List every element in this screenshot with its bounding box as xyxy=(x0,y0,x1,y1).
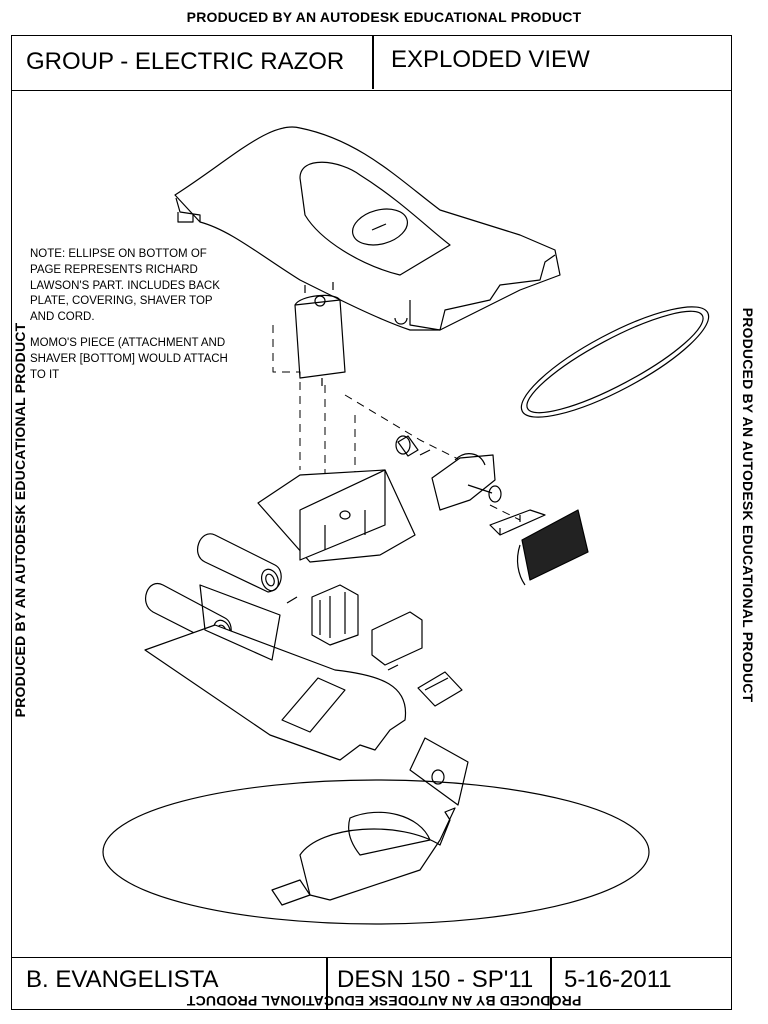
battery-part xyxy=(197,533,282,593)
motor-part xyxy=(294,282,346,386)
title-divider xyxy=(372,35,374,89)
watermark-bottom: PRODUCED BY AN AUTODESK EDUCATIONAL PROD… xyxy=(186,993,582,1009)
footer-block: B. EVANGELISTA DESN 150 - SP'11 5-16-201… xyxy=(11,957,732,1010)
group-title: GROUP - ELECTRIC RAZOR xyxy=(26,48,345,75)
partner-part-ellipse xyxy=(102,779,650,925)
drawing-date: 5-16-2011 xyxy=(564,966,672,993)
shaver-head-part xyxy=(409,737,469,806)
gear-part xyxy=(395,435,431,457)
ring-gasket-part xyxy=(520,306,710,418)
top-cover-part xyxy=(174,126,561,331)
drawing-frame xyxy=(11,35,732,1010)
watermark-top: PRODUCED BY AN AUTODESK EDUCATIONAL PROD… xyxy=(186,9,582,25)
drawing-note: NOTE: ELLIPSE ON BOTTOM OF PAGE REPRESEN… xyxy=(30,247,230,393)
footer-divider xyxy=(326,958,328,1009)
clip-bracket-part xyxy=(489,509,546,536)
view-title: EXPLODED VIEW xyxy=(391,46,590,73)
note-momo: MOMO'S PIECE (ATTACHMENT AND SHAVER [BOT… xyxy=(30,336,228,381)
note-ellipse: NOTE: ELLIPSE ON BOTTOM OF PAGE REPRESEN… xyxy=(30,248,220,324)
title-block: GROUP - ELECTRIC RAZOR EXPLODED VIEW xyxy=(11,35,732,91)
footer-divider xyxy=(550,958,552,1009)
spacer-block-part xyxy=(371,611,423,666)
back-plate-part xyxy=(144,584,407,761)
switch-housing-part xyxy=(431,453,502,511)
cutter-blade-part xyxy=(516,509,589,586)
author-name: B. EVANGELISTA xyxy=(26,966,219,993)
plug-part xyxy=(387,664,463,707)
center-frame-part xyxy=(257,469,416,563)
course-code: DESN 150 - SP'11 xyxy=(337,966,534,993)
transformer-part xyxy=(286,584,359,646)
